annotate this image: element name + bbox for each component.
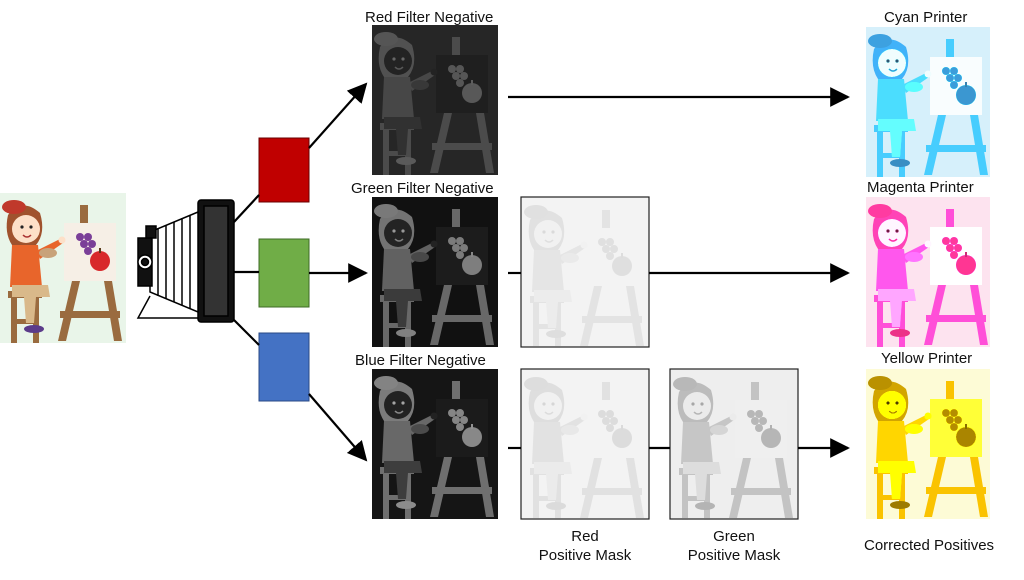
cyan-printer-image: [866, 27, 990, 178]
red-filter-negative-label: Red Filter Negative: [365, 9, 494, 26]
magenta-printer-label: Magenta Printer: [867, 179, 974, 196]
magenta-printer-image: [866, 197, 990, 348]
green-filter-negative: [372, 197, 498, 348]
arrow-blue-to-negative: [308, 393, 368, 462]
red-positive-mask: [520, 368, 650, 521]
green-mask-label-line2: Positive Mask: [687, 547, 781, 564]
red-positive-mask-green-row: [520, 196, 650, 349]
red-filter: [258, 137, 310, 203]
green-filter: [258, 238, 310, 308]
green-mask-label-line1: Green: [713, 528, 755, 545]
blue-filter-negative-label: Blue Filter Negative: [355, 352, 486, 369]
red-positive-mask-label: Red Positive Mask: [530, 527, 640, 565]
cyan-printer-label: Cyan Printer: [884, 9, 968, 26]
red-filter-negative: [372, 25, 498, 176]
yellow-printer-image: [866, 369, 990, 520]
arrow-red-to-negative: [308, 82, 368, 149]
green-positive-mask: [669, 368, 799, 521]
original-image: [0, 193, 126, 344]
red-mask-label-line2: Positive Mask: [538, 547, 632, 564]
red-mask-label-line1: Red: [571, 528, 599, 545]
yellow-printer-label: Yellow Printer: [881, 350, 973, 367]
corrected-positives-label: Corrected Positives: [864, 537, 995, 554]
blue-filter: [258, 332, 310, 402]
green-filter-negative-label: Green Filter Negative: [351, 180, 494, 197]
blue-filter-negative: [372, 369, 498, 520]
green-positive-mask-label: Green Positive Mask: [679, 527, 789, 565]
folding-camera-icon: [136, 199, 235, 323]
